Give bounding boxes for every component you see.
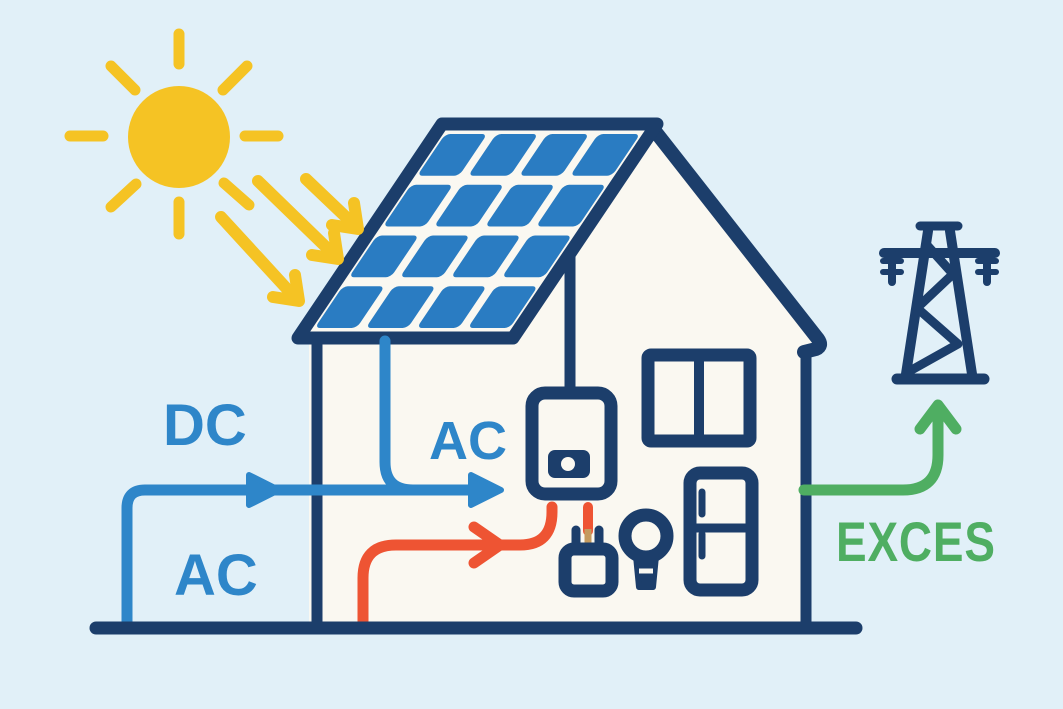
panel-cell: [470, 286, 536, 328]
panel-cell: [317, 286, 383, 328]
blue-arrowhead: [468, 472, 504, 508]
inverter-box: [525, 386, 618, 501]
tower-insulator: [880, 249, 904, 286]
lightbulb-icon: [618, 508, 674, 590]
window-icon: [641, 348, 757, 448]
panel-outline: [291, 117, 664, 345]
panel-cell: [572, 134, 638, 176]
ac-label-left: AC: [174, 543, 258, 608]
dc-label: DC: [163, 393, 247, 458]
green-arrowhead: [914, 399, 962, 435]
blue-arrowhead: [246, 472, 282, 508]
panel-cell: [368, 286, 434, 328]
sunlight-arrow-icon: [252, 175, 344, 265]
tower-bracing: [903, 239, 963, 377]
panel-cell: [538, 184, 604, 227]
excess-wire-green: [798, 399, 962, 496]
panel-cell: [521, 134, 587, 176]
sun-disc: [128, 86, 230, 188]
transmission-tower-icon: [879, 221, 1000, 385]
orange-wire-path: [357, 501, 558, 627]
power-plug-icon: [558, 525, 619, 598]
sunlight-arrow-icon: [300, 173, 364, 235]
bulb-glass: [618, 508, 674, 564]
dc-wire-blue: [121, 335, 504, 630]
panel-cell: [470, 134, 536, 176]
ac-label-inverter: AC: [429, 411, 507, 471]
panel-cell: [504, 235, 570, 278]
wire-from-ground-left: [121, 484, 474, 630]
panel-cell: [419, 286, 485, 328]
sunlight-arrows: [215, 173, 364, 307]
plug-body: [558, 542, 619, 598]
panel-cell: [436, 184, 502, 227]
panel-cell: [453, 235, 519, 278]
sun-rays: [64, 28, 284, 240]
panel-cell: [487, 184, 553, 227]
sunlight-arrow-icon: [215, 211, 305, 307]
refrigerator-icon: [683, 466, 759, 597]
panel-cell: [402, 235, 468, 278]
solar-panel-icon: [291, 117, 664, 345]
roof-right-slope: [644, 119, 828, 359]
tower-insulator: [975, 249, 999, 286]
inverter-indicator: [561, 457, 575, 471]
panel-cell: [385, 184, 451, 227]
panel-cell: [351, 235, 417, 278]
panel-cell: [419, 134, 485, 176]
orange-arrowhead: [468, 521, 506, 569]
inverter-icon: [525, 386, 618, 501]
excess-label: EXCES: [836, 510, 996, 573]
green-wire-path: [798, 407, 944, 496]
sun-icon: [64, 28, 284, 240]
ac-wire-orange: [357, 501, 593, 627]
panel-grid: [317, 134, 638, 328]
